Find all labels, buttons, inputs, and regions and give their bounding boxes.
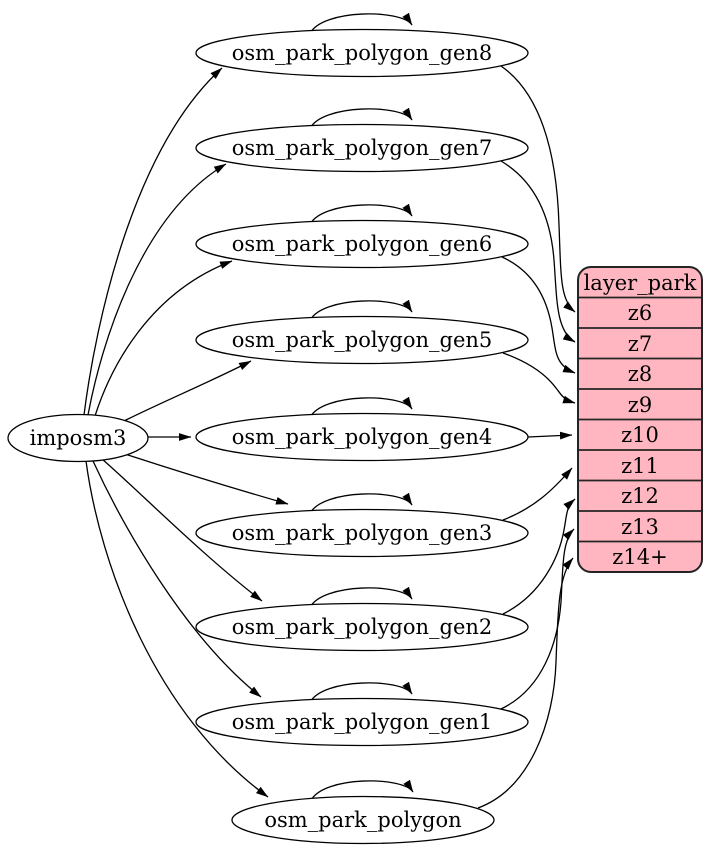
self-loop-osm-park-polygon-gen4 <box>309 396 413 418</box>
self-loop-osm-park-polygon-gen3 <box>309 492 413 514</box>
node-imposm3-shape <box>7 413 149 463</box>
edge-osm-park-polygon-gen8-to-z6 <box>500 65 576 313</box>
edge-osm-park-polygon-to-z14plus <box>477 557 574 809</box>
node-osm-park-polygon-gen7-label: osm_park_polygon_gen7 <box>232 136 493 160</box>
node-osm-park-polygon-gen8: osm_park_polygon_gen8 <box>195 28 529 78</box>
table-row-z12: z12 <box>621 484 659 508</box>
edge-osm-park-polygon-gen5-to-z9 <box>502 352 576 404</box>
edge-osm-park-polygon-gen4-to-z10 <box>527 431 573 440</box>
node-osm-park-polygon-gen1-label: osm_park_polygon_gen1 <box>232 710 493 734</box>
node-osm-park-polygon-gen5: osm_park_polygon_gen5 <box>195 315 529 365</box>
node-osm-park-polygon-gen4-shape <box>195 412 529 462</box>
node-osm-park-polygon-gen3: osm_park_polygon_gen3 <box>195 508 529 558</box>
node-osm-park-polygon-gen3-shape <box>195 508 529 558</box>
table-row-z7: z7 <box>628 332 652 356</box>
table-row-z14plus: z14+ <box>612 545 667 569</box>
self-loop-osm-park-polygon-gen7 <box>309 107 413 129</box>
table-row-z9: z9 <box>628 393 652 417</box>
self-loop-osm-park-polygon-gen8 <box>309 12 413 34</box>
node-osm-park-polygon-label: osm_park_polygon <box>264 808 461 832</box>
edge-osm-park-polygon-gen6-to-z8 <box>501 256 576 374</box>
node-osm-park-polygon-gen7: osm_park_polygon_gen7 <box>195 123 529 173</box>
table-row-z6: z6 <box>628 301 652 325</box>
node-osm-park-polygon-gen6-label: osm_park_polygon_gen6 <box>232 232 493 256</box>
edge-imposm3-to-osm-park-polygon-gen6 <box>94 260 233 417</box>
edge-osm-park-polygon-gen7-to-z7 <box>500 160 576 343</box>
node-osm-park-polygon-gen4: osm_park_polygon_gen4 <box>195 412 529 462</box>
edge-imposm3-to-osm-park-polygon-gen7 <box>87 163 227 416</box>
edge-imposm3-to-osm-park-polygon-gen3 <box>124 453 289 505</box>
edge-imposm3-to-osm-park-polygon-gen8 <box>83 67 223 416</box>
table-layer-park-header: layer_park <box>584 271 697 295</box>
self-loop-osm-park-polygon-gen1 <box>309 681 413 703</box>
node-osm-park-polygon-gen3-label: osm_park_polygon_gen3 <box>232 521 493 545</box>
table-row-z13: z13 <box>621 515 659 539</box>
self-loop-osm-park-polygon-gen2 <box>309 586 413 608</box>
node-osm-park-polygon-gen1-shape <box>195 697 529 747</box>
node-osm-park-polygon-gen2-label: osm_park_polygon_gen2 <box>232 615 493 639</box>
edge-imposm3-to-osm-park-polygon-gen5 <box>123 360 252 422</box>
edge-imposm3-to-osm-park-polygon-gen2 <box>101 458 263 602</box>
node-osm-park-polygon-gen8-label: osm_park_polygon_gen8 <box>232 41 493 65</box>
table-row-z10: z10 <box>621 423 659 447</box>
node-osm-park-polygon-gen1: osm_park_polygon_gen1 <box>195 697 529 747</box>
table-layer-park: layer_park z6 z7 z8 z9 z10 z11 z12 z13 z… <box>577 266 703 573</box>
node-osm-park-polygon-gen2: osm_park_polygon_gen2 <box>195 602 529 652</box>
node-osm-park-polygon-gen7-shape <box>195 123 529 173</box>
node-osm-park-polygon-gen6-shape <box>195 219 529 269</box>
self-loop-osm-park-polygon-gen6 <box>309 203 413 225</box>
node-osm-park-polygon-gen5-label: osm_park_polygon_gen5 <box>232 328 493 352</box>
table-row-z8: z8 <box>628 362 652 386</box>
edge-osm-park-polygon-gen1-to-z13 <box>500 528 575 710</box>
node-osm-park-polygon-gen4-label: osm_park_polygon_gen4 <box>232 425 493 449</box>
node-imposm3-label: imposm3 <box>30 426 127 450</box>
self-loop-osm-park-polygon-gen5 <box>309 299 413 321</box>
node-osm-park-polygon-gen2-shape <box>195 602 529 652</box>
edge-imposm3-to-osm-park-polygon-gen1 <box>92 460 262 698</box>
edge-osm-park-polygon-gen3-to-z11 <box>502 467 573 521</box>
node-osm-park-polygon-gen6: osm_park_polygon_gen6 <box>195 219 529 269</box>
edge-imposm3-to-osm-park-polygon <box>85 460 269 798</box>
node-osm-park-polygon-gen8-shape <box>195 28 529 78</box>
node-osm-park-polygon-shape <box>231 795 495 845</box>
node-osm-park-polygon-gen5-shape <box>195 315 529 365</box>
self-loop-osm-park-polygon <box>310 779 414 801</box>
node-imposm3: imposm3 <box>7 413 149 463</box>
table-row-z11: z11 <box>621 454 659 478</box>
node-osm-park-polygon: osm_park_polygon <box>231 795 495 845</box>
